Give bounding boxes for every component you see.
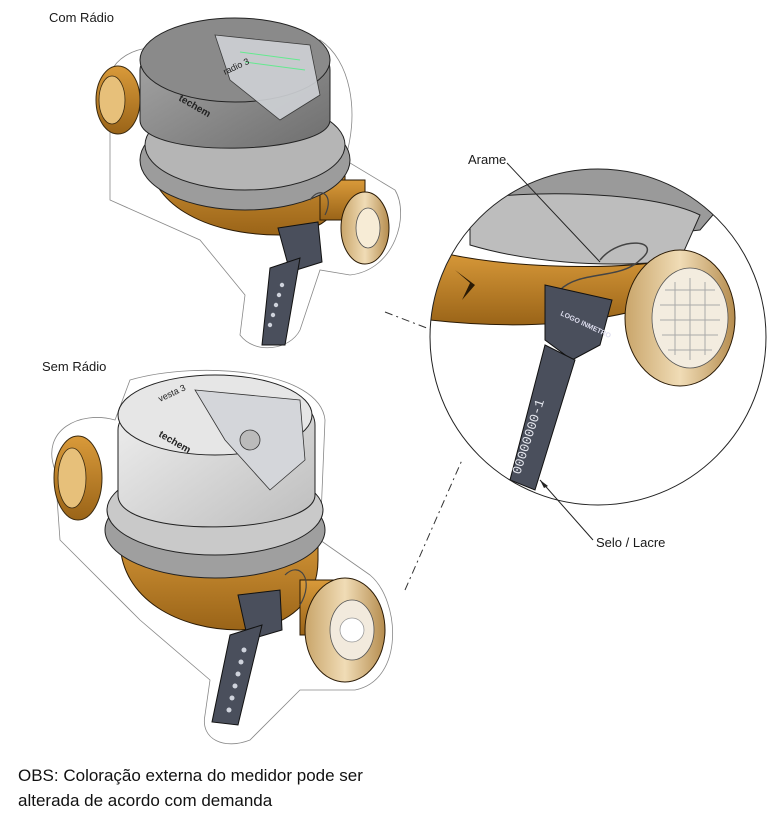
seal-tag-bottom xyxy=(211,569,307,726)
arame-leader xyxy=(506,162,601,263)
outlet-connector xyxy=(304,577,386,683)
observation-note: OBS: Coloração externa do medidor pode s… xyxy=(18,763,363,813)
register-window xyxy=(214,34,321,121)
label-com-radio: Com Rádio xyxy=(49,10,115,25)
register-digits xyxy=(239,51,306,71)
detail-zoom: LOGO INMETRO 00000000-1 xyxy=(430,169,766,505)
seal-tag-top xyxy=(261,192,329,346)
label-selo-lacre: Selo / Lacre xyxy=(596,535,666,550)
meter-without-radio: vesta 3 techem xyxy=(51,369,393,745)
selo-leader xyxy=(539,479,594,541)
label-sem-radio: Sem Rádio xyxy=(42,359,107,374)
detail-leader-bottom xyxy=(404,459,463,591)
note-line-2: alterada de acordo com demanda xyxy=(18,791,273,810)
detail-circle xyxy=(429,168,767,506)
note-line-1: OBS: Coloração externa do medidor pode s… xyxy=(18,766,363,785)
inlet-connector xyxy=(95,65,141,135)
dial-icon xyxy=(239,429,261,451)
meter-with-radio: radio 3 techem xyxy=(95,17,402,349)
inlet-connector xyxy=(53,435,103,521)
outlet-connector xyxy=(340,191,390,265)
label-arame: Arame xyxy=(468,152,507,167)
detail-leader-top xyxy=(384,311,433,331)
